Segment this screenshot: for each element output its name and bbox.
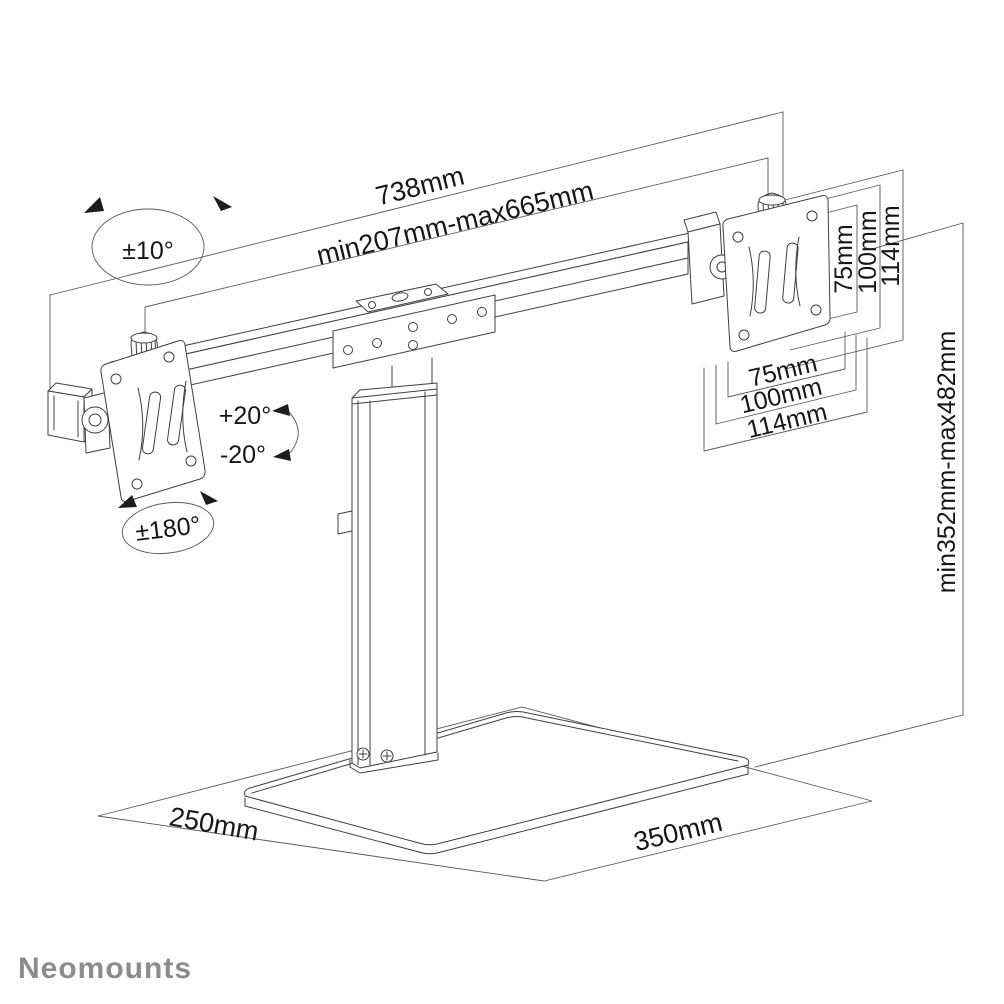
height-range-label: min352mm-max482mm	[933, 331, 961, 594]
rotation-angle-annotation: ±180°	[118, 491, 218, 555]
vesa-side-100-label: 100mm	[854, 210, 882, 293]
vesa-side-75-label: 75mm	[830, 224, 858, 293]
tilt-down-label: -20°	[220, 441, 266, 469]
base-depth-label: 250mm	[167, 801, 261, 846]
vesa-bottom-dimensions	[703, 331, 868, 452]
swivel-angle-annotation: ±10°	[84, 196, 232, 286]
crossbar-center-bracket	[332, 283, 496, 369]
base-width-label: 350mm	[631, 807, 726, 857]
top-width-dimensions	[49, 111, 784, 411]
neomounts-logo: Neomounts	[18, 952, 192, 985]
base-plate	[244, 711, 750, 855]
lift-column	[337, 357, 439, 774]
left-pivot	[81, 391, 111, 454]
height-dimension	[754, 222, 964, 768]
left-vesa-plate	[100, 331, 206, 502]
swivel-angle-label: ±10°	[122, 237, 174, 265]
tilt-up-label: +20°	[219, 402, 271, 430]
right-vesa-plate	[722, 192, 831, 352]
rotation-angle-label: ±180°	[134, 511, 202, 547]
overall-width-label: 738mm	[373, 161, 468, 212]
vesa-side-114-label: 114mm	[877, 205, 905, 287]
tilt-angle-annotation: +20° -20°	[219, 402, 299, 469]
